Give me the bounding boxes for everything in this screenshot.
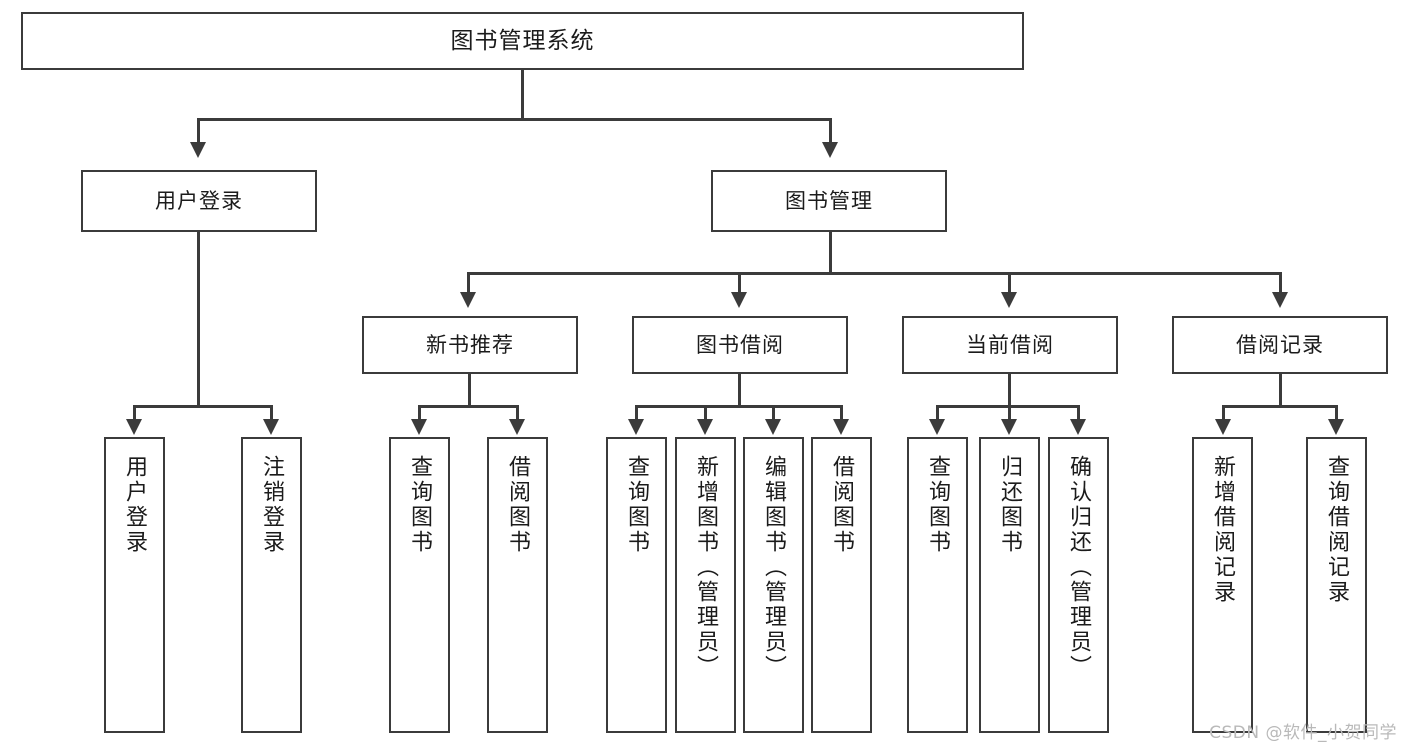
- arrowhead-new-book-recommend: [460, 292, 476, 308]
- connector-book-borrow-trunk: [738, 374, 741, 407]
- connector-drop-borrow-record: [1279, 272, 1282, 300]
- connector-drop-leaf-return-book: [1008, 405, 1011, 425]
- connector-drop-new-book-recommend: [467, 272, 470, 300]
- arrowhead-book-management: [822, 142, 838, 158]
- connector-book-borrow-bus: [635, 405, 843, 408]
- arrowhead-leaf-query-book-2: [628, 419, 644, 435]
- node-borrow-record[interactable]: 借阅记录: [1172, 316, 1388, 374]
- connector-new-book-recommend-trunk: [468, 374, 471, 407]
- leaf-query-book-recommend[interactable]: 查询图书: [389, 437, 450, 733]
- node-label: 当前借阅: [966, 332, 1054, 357]
- arrowhead-leaf-logout: [263, 419, 279, 435]
- arrowhead-leaf-user-login: [126, 419, 142, 435]
- connector-drop-leaf-query-book-3: [936, 405, 939, 425]
- leaf-add-book-admin[interactable]: 新增图书（管理员）: [675, 437, 736, 733]
- node-label: 编辑图书（管理员）: [761, 455, 787, 680]
- node-label: 查询借阅记录: [1324, 455, 1350, 605]
- node-root-book-management-system[interactable]: 图书管理系统: [21, 12, 1024, 70]
- connector-drop-book-management: [829, 118, 832, 150]
- node-user-login[interactable]: 用户登录: [81, 170, 317, 232]
- arrowhead-leaf-borrow-book-2: [833, 419, 849, 435]
- connector-user-login-bus: [133, 405, 270, 408]
- arrowhead-leaf-add-borrow-record: [1215, 419, 1231, 435]
- node-label: 注销登录: [259, 455, 285, 555]
- node-label: 归还图书: [997, 455, 1023, 555]
- leaf-edit-book-admin[interactable]: 编辑图书（管理员）: [743, 437, 804, 733]
- leaf-user-login[interactable]: 用户登录: [104, 437, 165, 733]
- connector-drop-leaf-add-borrow-record: [1222, 405, 1225, 425]
- leaf-return-book[interactable]: 归还图书: [979, 437, 1040, 733]
- leaf-query-book-borrow[interactable]: 查询图书: [606, 437, 667, 733]
- leaf-confirm-return-admin[interactable]: 确认归还（管理员）: [1048, 437, 1109, 733]
- node-label: 借阅图书: [829, 455, 855, 555]
- connector-new-book-recommend-bus: [418, 405, 519, 408]
- connector-current-borrow-trunk: [1008, 374, 1011, 407]
- connector-level3-bus: [467, 272, 1282, 275]
- connector-drop-leaf-borrow-book-1: [516, 405, 519, 425]
- connector-drop-user-login: [197, 118, 200, 150]
- connector-drop-leaf-query-book-2: [635, 405, 638, 425]
- node-label: 查询图书: [624, 455, 650, 555]
- node-book-borrow[interactable]: 图书借阅: [632, 316, 848, 374]
- arrowhead-leaf-query-book-3: [929, 419, 945, 435]
- connector-drop-leaf-add-book: [704, 405, 707, 425]
- node-label: 用户登录: [155, 188, 243, 213]
- arrowhead-leaf-query-borrow-record: [1328, 419, 1344, 435]
- node-current-borrow[interactable]: 当前借阅: [902, 316, 1118, 374]
- arrowhead-leaf-borrow-book-1: [509, 419, 525, 435]
- connector-user-login-trunk: [197, 232, 200, 407]
- connector-drop-leaf-query-book-1: [418, 405, 421, 425]
- node-label: 新增借阅记录: [1210, 455, 1236, 605]
- connector-drop-leaf-borrow-book-2: [840, 405, 843, 425]
- node-label: 用户登录: [122, 455, 148, 555]
- connector-drop-current-borrow: [1008, 272, 1011, 300]
- node-label: 新书推荐: [426, 332, 514, 357]
- leaf-query-book-current[interactable]: 查询图书: [907, 437, 968, 733]
- node-label: 图书管理: [785, 188, 873, 213]
- connector-root-trunk: [521, 70, 524, 120]
- connector-drop-book-borrow: [738, 272, 741, 300]
- node-label: 查询图书: [407, 455, 433, 555]
- node-label: 新增图书（管理员）: [693, 455, 719, 680]
- arrowhead-leaf-add-book: [697, 419, 713, 435]
- arrowhead-book-borrow: [731, 292, 747, 308]
- connector-drop-leaf-logout: [270, 405, 273, 425]
- node-label: 图书管理系统: [450, 27, 595, 54]
- connector-book-management-trunk: [829, 232, 832, 274]
- arrowhead-leaf-query-book-1: [411, 419, 427, 435]
- connector-drop-leaf-confirm-return: [1077, 405, 1080, 425]
- arrowhead-leaf-confirm-return: [1070, 419, 1086, 435]
- leaf-borrow-book-recommend[interactable]: 借阅图书: [487, 437, 548, 733]
- connector-level2-bus: [197, 118, 832, 121]
- arrowhead-leaf-return-book: [1001, 419, 1017, 435]
- leaf-logout[interactable]: 注销登录: [241, 437, 302, 733]
- node-label: 借阅记录: [1236, 332, 1324, 357]
- leaf-query-borrow-record[interactable]: 查询借阅记录: [1306, 437, 1367, 733]
- connector-drop-leaf-edit-book: [772, 405, 775, 425]
- leaf-borrow-book[interactable]: 借阅图书: [811, 437, 872, 733]
- node-label: 图书借阅: [696, 332, 784, 357]
- connector-borrow-record-trunk: [1279, 374, 1282, 407]
- connector-drop-leaf-query-borrow-record: [1335, 405, 1338, 425]
- csdn-watermark: CSDN @软件_小贺同学: [1209, 723, 1397, 743]
- arrowhead-current-borrow: [1001, 292, 1017, 308]
- arrowhead-borrow-record: [1272, 292, 1288, 308]
- node-label: 确认归还（管理员）: [1066, 455, 1092, 680]
- leaf-add-borrow-record[interactable]: 新增借阅记录: [1192, 437, 1253, 733]
- connector-drop-leaf-user-login: [133, 405, 136, 425]
- node-label: 借阅图书: [505, 455, 531, 555]
- arrowhead-leaf-edit-book: [765, 419, 781, 435]
- node-new-book-recommend[interactable]: 新书推荐: [362, 316, 578, 374]
- arrowhead-user-login: [190, 142, 206, 158]
- node-book-management[interactable]: 图书管理: [711, 170, 947, 232]
- node-label: 查询图书: [925, 455, 951, 555]
- connector-borrow-record-bus: [1222, 405, 1338, 408]
